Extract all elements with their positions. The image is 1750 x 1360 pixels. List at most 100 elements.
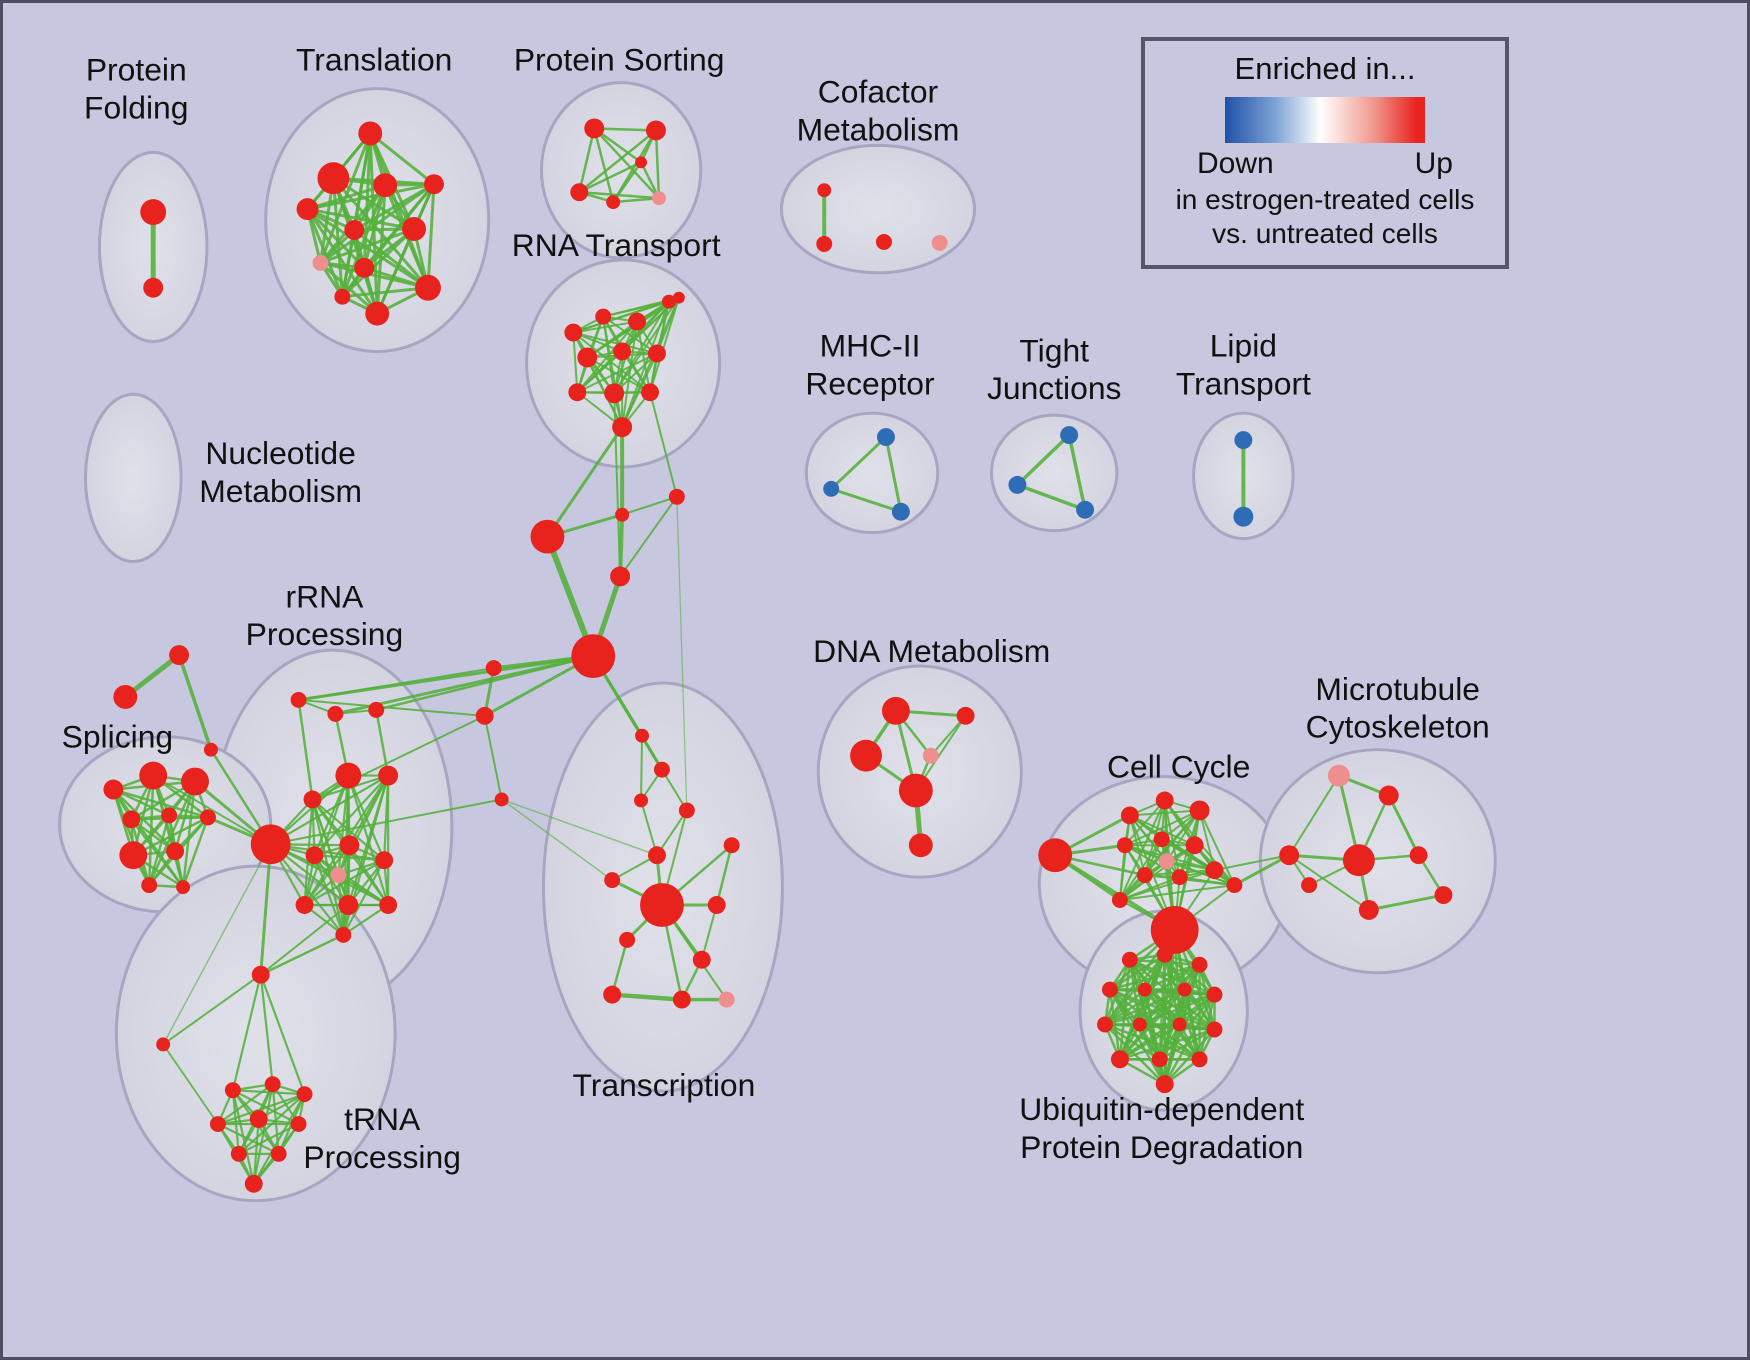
network-edge xyxy=(132,816,210,857)
network-node-46 xyxy=(181,767,209,796)
network-node-77 xyxy=(209,1116,226,1132)
network-edge xyxy=(306,207,366,270)
network-edge xyxy=(576,352,658,394)
network-node-39 xyxy=(610,566,631,587)
network-edge xyxy=(237,1122,300,1155)
network-node-47 xyxy=(122,810,141,829)
network-node-128 xyxy=(1101,981,1118,998)
network-node-85 xyxy=(634,793,649,808)
network-node-57 xyxy=(250,824,291,865)
network-edge xyxy=(368,131,436,186)
network-node-69 xyxy=(338,895,359,915)
network-node-3 xyxy=(317,162,350,195)
network-edge xyxy=(640,799,658,857)
network-edge xyxy=(1288,854,1370,911)
network-node-123 xyxy=(1358,900,1379,920)
network-edge xyxy=(303,859,386,907)
cluster-label-trna-processing: Processing xyxy=(303,1139,461,1175)
network-node-137 xyxy=(1151,1051,1168,1068)
network-node-112 xyxy=(1205,861,1224,880)
network-edge xyxy=(342,859,386,936)
network-edge xyxy=(306,182,436,211)
network-node-129 xyxy=(1137,982,1152,997)
network-node-141 xyxy=(823,480,840,497)
network-node-92 xyxy=(619,931,636,948)
network-edge xyxy=(545,425,624,539)
network-edge xyxy=(660,768,688,812)
network-edge xyxy=(340,286,430,299)
network-node-31 xyxy=(568,383,587,402)
network-node-20 xyxy=(817,183,832,198)
network-node-120 xyxy=(1342,844,1375,877)
network-edge xyxy=(1123,799,1166,847)
network-edge xyxy=(613,296,680,395)
network-node-124 xyxy=(1301,877,1318,894)
network-edge xyxy=(216,1093,306,1126)
cluster-label-rna-transport: RNA Transport xyxy=(512,227,721,263)
network-edge xyxy=(1163,1028,1216,1086)
network-node-14 xyxy=(584,118,605,139)
network-node-18 xyxy=(651,191,666,206)
cluster-label-ubiquitin-degradation: Protein Degradation xyxy=(1020,1129,1303,1165)
network-edge xyxy=(1387,793,1421,857)
network-node-66 xyxy=(330,867,347,884)
network-node-146 xyxy=(1234,431,1253,450)
cluster-label-rrna-processing: Processing xyxy=(246,616,404,652)
legend-title: Enriched in... xyxy=(1234,51,1416,86)
network-edge xyxy=(252,1083,274,1185)
network-node-12 xyxy=(365,301,390,326)
network-edge xyxy=(829,487,903,514)
network-node-101 xyxy=(898,773,933,808)
network-edge xyxy=(1103,1023,1201,1061)
network-node-37 xyxy=(615,507,630,522)
cluster-label-lipid-transport: Transport xyxy=(1176,365,1311,401)
network-edge xyxy=(1118,844,1126,902)
network-node-73 xyxy=(156,1037,171,1052)
network-edge xyxy=(303,774,350,907)
network-node-106 xyxy=(1189,800,1210,821)
network-node-54 xyxy=(169,645,190,666)
network-node-16 xyxy=(570,183,589,202)
network-node-10 xyxy=(354,257,375,278)
network-node-144 xyxy=(1008,475,1027,494)
network-node-32 xyxy=(604,383,625,404)
network-edge xyxy=(829,435,888,491)
network-node-97 xyxy=(881,696,910,725)
network-edge xyxy=(130,818,177,853)
network-edge xyxy=(177,653,213,752)
network-edge xyxy=(1198,809,1216,872)
cluster-label-trna-processing: tRNA xyxy=(344,1101,421,1137)
network-node-26 xyxy=(628,312,647,331)
network-edge xyxy=(259,842,273,977)
cluster-label-nucleotide-metabolism: Metabolism xyxy=(199,473,362,509)
network-edge xyxy=(1015,433,1071,487)
network-node-81 xyxy=(270,1145,287,1162)
network-node-96 xyxy=(718,991,735,1008)
network-edge xyxy=(592,127,658,132)
network-edge xyxy=(342,844,351,936)
network-edge xyxy=(152,774,272,846)
cluster-label-rrna-processing: rRNA xyxy=(286,578,365,614)
network-node-1 xyxy=(143,277,164,298)
network-edge xyxy=(259,933,345,976)
network-edge xyxy=(1163,1023,1181,1086)
legend-caption-2: vs. untreated cells xyxy=(1212,218,1438,249)
network-edge xyxy=(884,435,903,514)
cluster-label-microtubule-cytoskeleton: Cytoskeleton xyxy=(1306,709,1490,745)
network-edge xyxy=(162,973,262,1046)
network-node-41 xyxy=(485,660,502,677)
network-node-87 xyxy=(723,837,740,854)
network-edge xyxy=(313,854,345,936)
network-edge xyxy=(1118,884,1236,902)
network-edge xyxy=(297,698,314,801)
network-node-127 xyxy=(1191,956,1208,973)
network-node-24 xyxy=(564,323,583,342)
cluster-label-mhc-ii-receptor: Receptor xyxy=(805,365,935,401)
cluster-tight-junctions xyxy=(989,413,1119,533)
network-node-118 xyxy=(1378,785,1399,806)
network-node-49 xyxy=(199,809,216,826)
cluster-label-tight-junctions: Junctions xyxy=(987,370,1122,406)
network-node-95 xyxy=(672,990,691,1009)
network-edge xyxy=(483,714,503,801)
